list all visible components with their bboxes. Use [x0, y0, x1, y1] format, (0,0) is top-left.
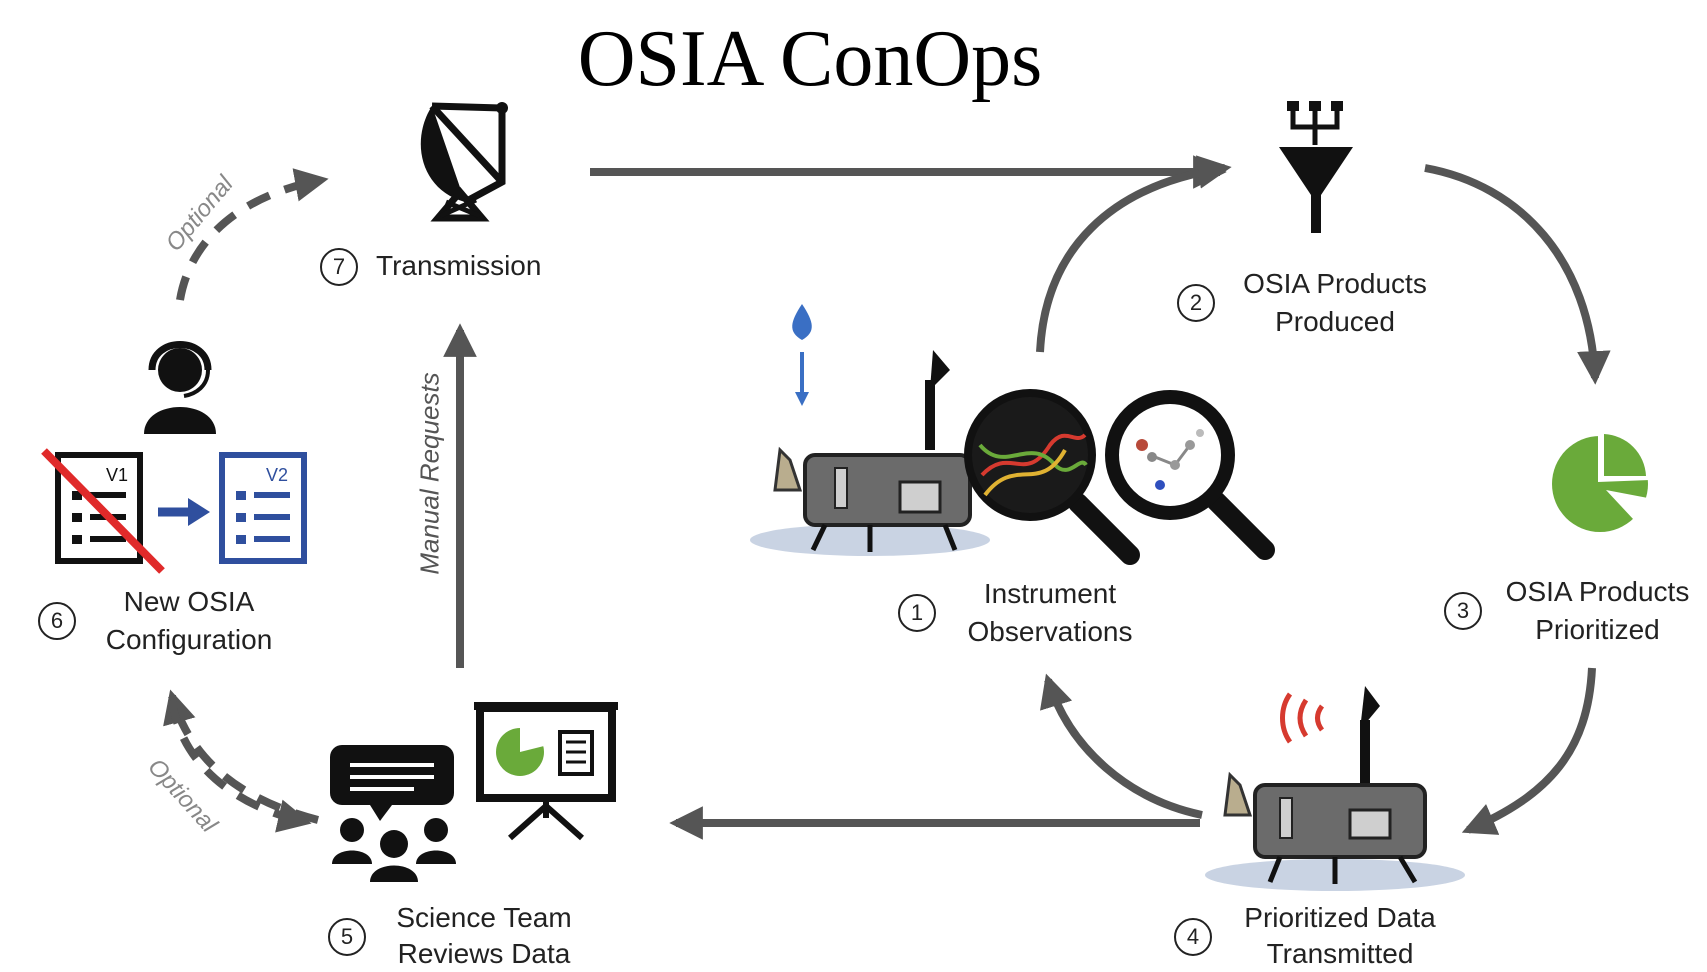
- step-label-5-line1: Science Team: [396, 902, 572, 933]
- manual-requests-label: Manual Requests: [414, 372, 445, 575]
- presentation-board-icon: [474, 702, 618, 841]
- chat-bubble-icon: [330, 745, 454, 821]
- magnifier-icon: [964, 389, 1140, 565]
- step-label-4-line1: Prioritized Data: [1244, 902, 1436, 933]
- step-label-2-line1: OSIA Products: [1243, 268, 1427, 299]
- step-number-3: 3: [1444, 592, 1482, 630]
- satellite-dish-icon: [420, 102, 508, 222]
- step-label-1-line2: Observations: [967, 616, 1133, 647]
- step-number-6: 6: [38, 602, 76, 640]
- optional-arrow-science-to-config: [163, 689, 319, 824]
- step-number-2: 2: [1177, 284, 1215, 322]
- step-number-7: 7: [320, 248, 358, 286]
- step-label-3-line1: OSIA Products: [1505, 576, 1690, 607]
- step-label-7: Transmission: [376, 250, 542, 281]
- step-label-2-line2: Produced: [1275, 306, 1395, 337]
- optional-arrow-config-to-science-tail: [168, 699, 312, 833]
- config-version-new: V2: [266, 465, 288, 485]
- step-label-4-line2: Transmitted: [1266, 938, 1414, 969]
- lander-icon: [1205, 686, 1465, 891]
- arrow-observations-to-products: [1036, 155, 1232, 353]
- step-label-5-line2: Reviews Data: [397, 938, 571, 969]
- arrow-transmitted-to-observations: [1040, 673, 1203, 819]
- step-number-1: 1: [898, 594, 936, 632]
- step-number-4: 4: [1174, 918, 1212, 956]
- step-label-6-line2: Configuration: [105, 624, 273, 655]
- funnel-icon: [1279, 101, 1353, 233]
- arrow-prioritized-to-transmitted: [1461, 667, 1596, 835]
- diagram-title: OSIA ConOps: [577, 15, 1043, 103]
- arrow-right-icon: [158, 498, 210, 526]
- water-drop-icon: [792, 304, 812, 406]
- step-label-6-line1: New OSIA: [123, 586, 255, 617]
- magnifier-icon: [1105, 390, 1275, 560]
- step-label-3-line2: Prioritized: [1535, 614, 1660, 645]
- config-version-old: V1: [106, 465, 128, 485]
- arrow-produced-to-prioritized: [1424, 164, 1611, 385]
- pie-chart-icon: [1552, 427, 1651, 532]
- step-number-5: 5: [328, 918, 366, 956]
- checklist-icon: V2: [219, 452, 307, 564]
- operator-icon: [144, 341, 216, 434]
- team-icon: [332, 818, 456, 882]
- step-label-1-line1: Instrument: [983, 578, 1117, 609]
- optional-arrow-config-to-transmission: [176, 168, 329, 301]
- signal-waves-icon: [1280, 692, 1325, 744]
- lander-icon: [750, 350, 990, 556]
- checklist-icon: V1: [41, 448, 165, 574]
